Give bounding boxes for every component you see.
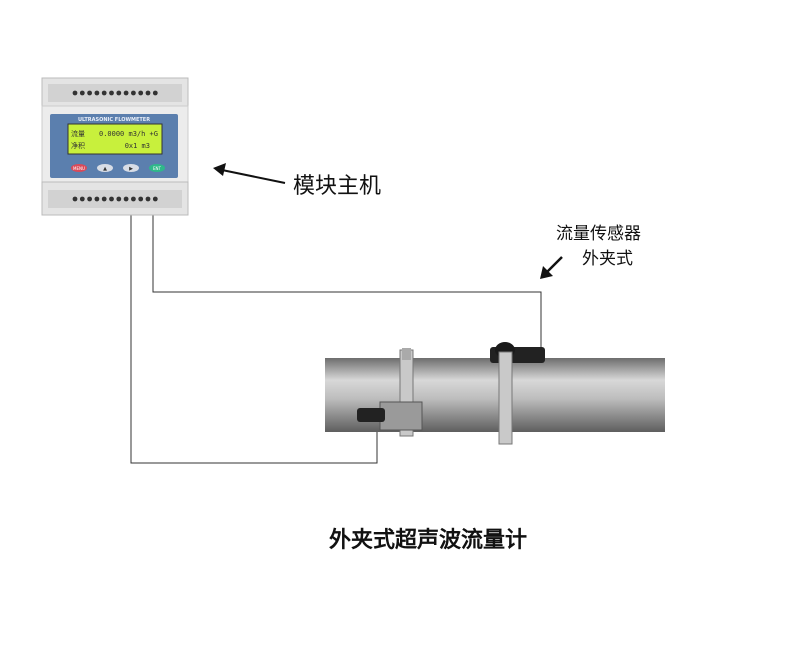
terminal-screw: [131, 196, 136, 202]
terminal-screw: [138, 196, 144, 202]
terminal-screw: [94, 196, 100, 202]
terminal-screw: [79, 90, 85, 96]
terminal-screw: [138, 90, 144, 96]
host-arrow: [213, 163, 286, 184]
host-module-label: 模块主机: [293, 174, 382, 199]
menu-button[interactable]: MENU: [71, 164, 87, 172]
svg-text:▶: ▶: [129, 166, 133, 172]
terminal-screw: [123, 196, 129, 202]
terminal-screw: [145, 90, 151, 96]
lcd-label-2: 净积: [71, 141, 85, 150]
svg-text:MENU: MENU: [73, 166, 85, 171]
terminal-screw: [145, 196, 151, 202]
up-button[interactable]: ▲: [97, 164, 113, 172]
wire-1: [130, 205, 378, 464]
terminal-screw: [79, 196, 85, 202]
sensor-left: [357, 348, 423, 437]
enter-button[interactable]: ENT: [149, 164, 165, 172]
terminal-screw: [101, 90, 107, 96]
svg-text:▲: ▲: [103, 166, 107, 172]
right-button[interactable]: ▶: [123, 164, 139, 172]
svg-text:ENT: ENT: [153, 166, 162, 171]
terminal-screw: [152, 90, 158, 96]
terminal-screw: [109, 196, 114, 202]
terminal-screw: [94, 90, 100, 96]
terminal-screw: [123, 90, 129, 96]
terminal-screw: [72, 196, 78, 202]
terminal-screw: [116, 196, 122, 202]
terminal-screw: [72, 90, 78, 96]
terminal-screw: [116, 90, 122, 96]
lcd-value-2: 0x1 m3: [125, 142, 150, 150]
terminal-screw: [87, 90, 92, 96]
diagram-title: 外夹式超声波流量计: [328, 528, 527, 553]
lcd-label-1: 流量: [71, 129, 85, 138]
host-module: ULTRASONIC FLOWMETER 流量 0.0000 m3/h +G 净…: [41, 77, 189, 216]
terminal-screw: [109, 90, 114, 96]
sensor-right: [490, 342, 545, 445]
wire-2: [152, 205, 542, 352]
lcd-screen: [67, 123, 163, 155]
terminal-screw: [101, 196, 107, 202]
brand-text: ULTRASONIC FLOWMETER: [78, 117, 150, 123]
sensor-arrow: [540, 256, 563, 279]
lcd-value-1: 0.0000 m3/h +G: [99, 130, 158, 138]
sensor-label-line1: 流量传感器: [556, 224, 641, 244]
terminal-screw: [87, 196, 92, 202]
sensor-label-line2: 外夹式: [582, 249, 633, 269]
terminal-screw: [131, 90, 136, 96]
terminal-screw: [152, 196, 158, 202]
